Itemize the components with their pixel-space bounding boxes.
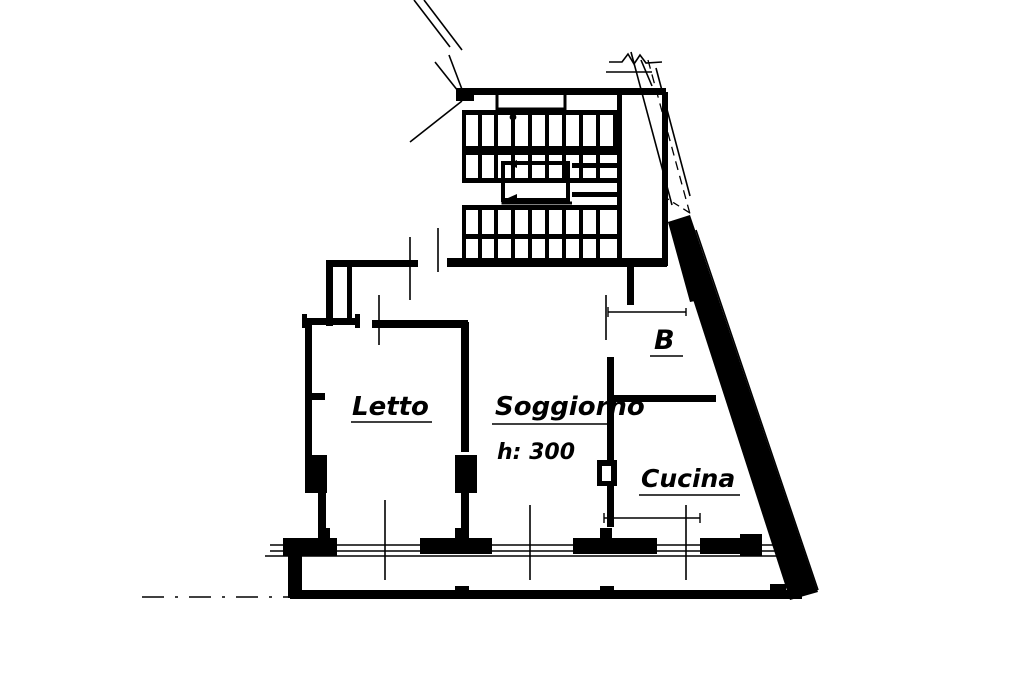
room-label-soggiorno: Soggiorno (495, 392, 645, 422)
bottom-facade-wall (265, 528, 802, 599)
room-label-soggiorno-group: Soggiorno h: 300 (492, 392, 645, 465)
room-label-letto: Letto (352, 392, 429, 422)
facade-pier-2 (420, 538, 492, 554)
roof-diagonal-lines (409, 0, 467, 143)
bathroom-dimension-line (607, 307, 687, 317)
bedroom-left-wall-upper (305, 325, 312, 397)
diagonal-exterior-wall-right (630, 51, 819, 600)
room-height-annotation: h: 300 (497, 440, 575, 465)
room-label-bagno: B (654, 325, 675, 356)
stair-lower-flight (462, 205, 617, 262)
bedroom-left-pier (305, 455, 327, 493)
kitchen-dimension-line (603, 513, 701, 523)
stairwell-right-wall (617, 92, 622, 266)
bedroom-right-pier (455, 455, 477, 493)
facade-pier-3 (573, 538, 657, 554)
room-label-letto-group: Letto (351, 392, 432, 423)
upper-main-wall (302, 258, 667, 328)
room-label-cucina: Cucina (641, 464, 735, 493)
kitchen-door-jamb (597, 460, 617, 486)
stair-top-landing (495, 89, 567, 111)
facade-pier-1 (283, 538, 337, 556)
room-label-bagno-group: B (650, 325, 683, 357)
terrace-front-edge (290, 590, 802, 599)
bedroom-top-wall (372, 320, 468, 328)
bedroom-right-wall (461, 322, 469, 452)
stairwell-landing-box (501, 160, 572, 205)
room-label-cucina-group: Cucina (639, 464, 740, 496)
bedroom-walls (305, 320, 477, 538)
left-upper-wall-stub (302, 318, 360, 325)
bathroom-kitchen-partition (610, 395, 716, 402)
